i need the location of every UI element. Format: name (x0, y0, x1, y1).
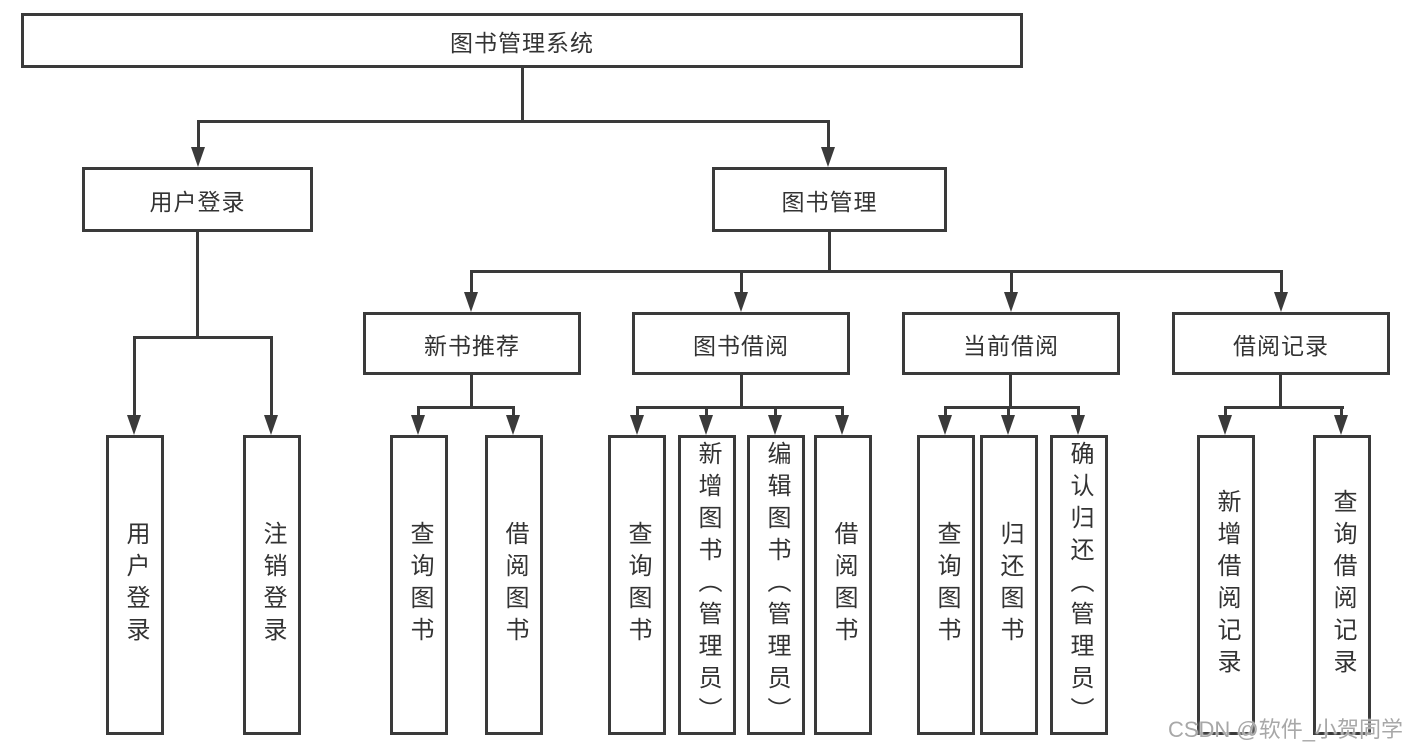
arrowhead-down-icon (1274, 292, 1288, 312)
leaf-logout: 注销登录 (243, 435, 301, 735)
connector-line (417, 406, 515, 409)
arrowhead-down-icon (734, 292, 748, 312)
node-label: 当前借阅 (963, 332, 1059, 359)
connector-line (774, 406, 777, 417)
connector-line (521, 68, 524, 120)
connector-line (740, 375, 743, 406)
node-label: 查询图书 (624, 521, 651, 649)
csdn-watermark: CSDN @软件_小贺同学 (1167, 717, 1403, 742)
node-label: 编辑图书（管理员） (763, 441, 790, 729)
leaf-borrow-edit-book-admin: 编辑图书（管理员） (747, 435, 805, 735)
node-label: 用户登录 (149, 188, 246, 215)
arrowhead-down-icon (938, 415, 952, 435)
leaf-records-query-record: 查询借阅记录 (1313, 435, 1371, 735)
connector-line (417, 406, 420, 417)
node-label: 图书借阅 (693, 332, 789, 359)
leaf-current-confirm-return-admin: 确认归还（管理员） (1050, 435, 1108, 735)
arrowhead-down-icon (1218, 415, 1232, 435)
arrowhead-down-icon (768, 415, 782, 435)
node-label: 查询图书 (406, 521, 433, 649)
connector-line (197, 120, 200, 147)
connector-line (1340, 406, 1343, 417)
arrowhead-down-icon (1334, 415, 1348, 435)
connector-line (636, 406, 639, 417)
node-label: 确认归还（管理员） (1066, 441, 1093, 729)
connector-line (1007, 406, 1010, 417)
connector-line (1010, 270, 1013, 292)
connector-line (944, 406, 947, 417)
leaf-recommend-query-book: 查询图书 (390, 435, 448, 735)
arrowhead-down-icon (630, 415, 644, 435)
arrowhead-down-icon (835, 415, 849, 435)
connector-line (1280, 270, 1283, 292)
connector-line (270, 336, 273, 415)
connector-line (1279, 375, 1282, 406)
leaf-borrow-borrow-book: 借阅图书 (814, 435, 872, 735)
arrowhead-down-icon (411, 415, 425, 435)
connector-line (740, 270, 743, 292)
leaf-current-return-book: 归还图书 (980, 435, 1038, 735)
node-label: 归还图书 (996, 521, 1023, 649)
arrowhead-down-icon (821, 147, 835, 167)
node-label: 查询借阅记录 (1329, 489, 1356, 681)
node-book-borrow: 图书借阅 (632, 312, 850, 375)
node-borrow-records: 借阅记录 (1172, 312, 1390, 375)
node-label: 注销登录 (259, 521, 286, 649)
node-new-book-recommend: 新书推荐 (363, 312, 581, 375)
node-user-login: 用户登录 (82, 167, 313, 232)
node-label: 用户登录 (122, 521, 149, 649)
connector-line (133, 336, 136, 415)
leaf-records-add-record: 新增借阅记录 (1197, 435, 1255, 735)
leaf-borrow-add-book-admin: 新增图书（管理员） (678, 435, 736, 735)
node-label: 图书管理系统 (450, 29, 594, 56)
node-current-borrow: 当前借阅 (902, 312, 1120, 375)
arrowhead-down-icon (1071, 415, 1085, 435)
connector-line (196, 232, 199, 336)
leaf-borrow-query-book: 查询图书 (608, 435, 666, 735)
node-label: 借阅图书 (501, 521, 528, 649)
leaf-recommend-borrow-book: 借阅图书 (485, 435, 543, 735)
connector-line (197, 120, 830, 123)
connector-line (512, 406, 515, 417)
connector-line (705, 406, 708, 417)
leaf-user-login: 用户登录 (106, 435, 164, 735)
connector-line (828, 232, 831, 270)
arrowhead-down-icon (1001, 415, 1015, 435)
arrowhead-down-icon (699, 415, 713, 435)
node-label: 借阅记录 (1233, 332, 1329, 359)
node-label: 借阅图书 (830, 521, 857, 649)
connector-line (1009, 375, 1012, 406)
connector-line (944, 406, 1080, 409)
connector-line (470, 270, 473, 292)
arrowhead-down-icon (464, 292, 478, 312)
arrowhead-down-icon (506, 415, 520, 435)
connector-line (133, 336, 273, 339)
connector-line (841, 406, 844, 417)
connector-line (827, 120, 830, 147)
node-label: 新书推荐 (424, 332, 520, 359)
arrowhead-down-icon (1004, 292, 1018, 312)
connector-line (1224, 406, 1344, 409)
node-book-management: 图书管理 (712, 167, 947, 232)
connector-line (636, 406, 844, 409)
leaf-current-query-book: 查询图书 (917, 435, 975, 735)
arrowhead-down-icon (191, 147, 205, 167)
node-label: 新增借阅记录 (1213, 489, 1240, 681)
arrowhead-down-icon (127, 415, 141, 435)
node-label: 图书管理 (781, 188, 878, 215)
connector-line (1077, 406, 1080, 417)
node-label: 新增图书（管理员） (694, 441, 721, 729)
arrowhead-down-icon (264, 415, 278, 435)
connector-line (470, 270, 1282, 273)
node-library-management-system: 图书管理系统 (21, 13, 1023, 68)
node-label: 查询图书 (933, 521, 960, 649)
connector-line (470, 375, 473, 406)
connector-line (1224, 406, 1227, 417)
